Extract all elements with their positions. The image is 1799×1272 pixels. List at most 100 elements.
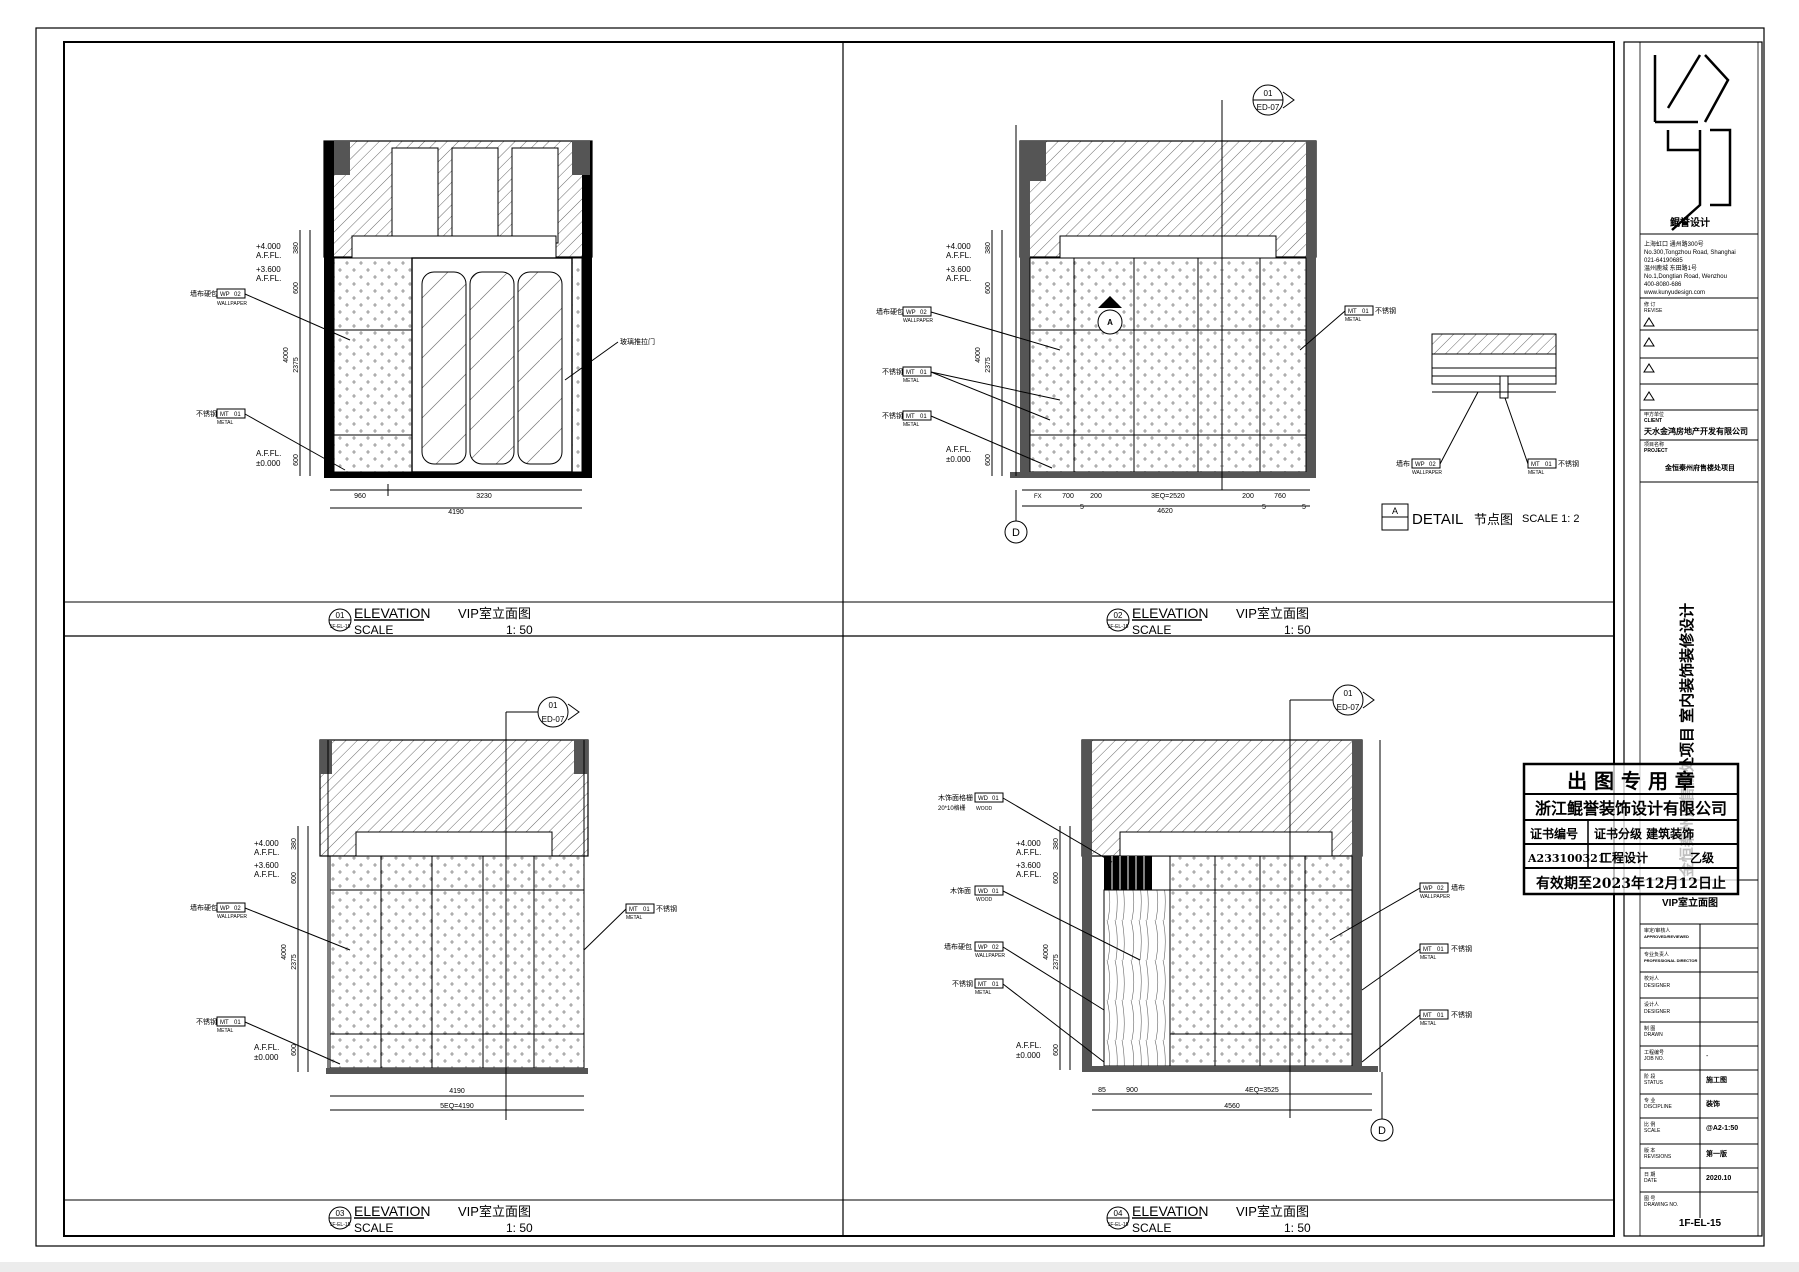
svg-text:760: 760 xyxy=(1274,493,1286,500)
p1-tag-glassdoor: 玻璃推拉门 xyxy=(620,337,655,346)
p2-dim-4620: 4620 xyxy=(1157,508,1173,515)
svg-text:WP: WP xyxy=(906,310,916,316)
svg-text:380: 380 xyxy=(291,838,298,850)
p4-wall-panel xyxy=(1169,855,1353,1067)
bottom-strip xyxy=(0,1262,1799,1272)
svg-text:01: 01 xyxy=(992,889,999,895)
project-name: 金恒秦州府售楼处项目 xyxy=(1664,463,1735,472)
svg-text:400-8080-686: 400-8080-686 xyxy=(1644,282,1682,288)
svg-text:METAL: METAL xyxy=(1420,955,1437,961)
svg-text:VIP室立面图: VIP室立面图 xyxy=(1236,606,1309,621)
svg-text:SCALE: SCALE xyxy=(1644,1128,1661,1134)
svg-text:01: 01 xyxy=(1437,1013,1444,1019)
svg-text:01: 01 xyxy=(1344,689,1353,698)
svg-text:WALLPAPER: WALLPAPER xyxy=(217,914,247,920)
p1-level-afl3: A.F.FL. xyxy=(256,449,281,458)
svg-text:WD: WD xyxy=(978,889,989,895)
svg-text:1F-EL-15: 1F-EL-15 xyxy=(330,624,351,630)
svg-text:380: 380 xyxy=(985,242,992,254)
svg-text:5: 5 xyxy=(1262,504,1266,511)
p1-tag-stainless: 不锈钢 xyxy=(196,409,217,418)
svg-text:A.F.FL.: A.F.FL. xyxy=(1016,848,1041,857)
p1-glass-door-2 xyxy=(469,271,515,465)
svg-text:工程编号: 工程编号 xyxy=(1644,1049,1664,1056)
svg-text:CLIENT: CLIENT xyxy=(1644,418,1662,424)
svg-text:WALLPAPER: WALLPAPER xyxy=(975,953,1005,959)
svg-text:200: 200 xyxy=(1090,493,1102,500)
svg-text:A233100321: A233100321 xyxy=(1527,852,1605,865)
svg-text:不锈钢: 不锈钢 xyxy=(1451,1010,1472,1019)
p1-level-afl2: A.F.FL. xyxy=(256,274,281,283)
svg-text:WP: WP xyxy=(1423,886,1433,892)
svg-text:5: 5 xyxy=(1080,504,1084,511)
svg-text:MT: MT xyxy=(906,370,915,376)
svg-text:@A2-1:50: @A2-1:50 xyxy=(1706,1125,1738,1132)
panel-title-04: 04 1F-EL-15 ELEVATION SCALE VIP室立面图 1: 5… xyxy=(1106,1203,1311,1235)
svg-text:01: 01 xyxy=(643,907,650,913)
svg-text:WP: WP xyxy=(1415,462,1425,468)
svg-text:版 本: 版 本 xyxy=(1644,1147,1655,1154)
svg-text:02: 02 xyxy=(920,310,927,316)
svg-text:WP: WP xyxy=(978,945,988,951)
p1-tag-wallcloth: 墙布硬包 xyxy=(190,289,218,298)
svg-text:ED-07: ED-07 xyxy=(1257,103,1280,112)
svg-text:JOB NO.: JOB NO. xyxy=(1644,1056,1664,1062)
svg-text:+3.600: +3.600 xyxy=(1016,861,1041,870)
svg-text:墙布: 墙布 xyxy=(1451,883,1465,892)
p1-dim-600: 600 xyxy=(293,282,300,294)
svg-text:1F-EL-15: 1F-EL-15 xyxy=(330,1222,351,1228)
svg-text:02: 02 xyxy=(1114,611,1123,620)
svg-text:4000: 4000 xyxy=(1043,944,1050,960)
svg-text:VIP室立面图: VIP室立面图 xyxy=(458,1204,531,1219)
svg-text:METAL: METAL xyxy=(903,422,920,428)
svg-text:METAL: METAL xyxy=(975,990,992,996)
svg-text:不锈钢: 不锈钢 xyxy=(656,904,677,913)
svg-text:PROFESSIONAL DIRECTOR: PROFESSIONAL DIRECTOR xyxy=(1644,958,1698,963)
svg-text:ELEVATION: ELEVATION xyxy=(354,1203,431,1219)
svg-text:-: - xyxy=(1706,1053,1709,1060)
svg-text:FX: FX xyxy=(1034,494,1042,500)
svg-text:01: 01 xyxy=(1437,947,1444,953)
svg-text:MT: MT xyxy=(220,412,229,418)
svg-text:MT: MT xyxy=(978,982,987,988)
svg-text:METAL: METAL xyxy=(1420,1021,1437,1027)
svg-text:DATE: DATE xyxy=(1644,1178,1658,1184)
svg-text:1F-EL-15: 1F-EL-15 xyxy=(1108,1222,1129,1228)
p1-wall-panel xyxy=(333,257,413,473)
svg-text:5EQ=4190: 5EQ=4190 xyxy=(440,1103,474,1110)
svg-text:01: 01 xyxy=(1545,462,1552,468)
svg-text:SCALE: SCALE xyxy=(354,1221,393,1235)
svg-text:1: 50: 1: 50 xyxy=(506,623,533,637)
svg-text:不锈钢: 不锈钢 xyxy=(952,979,973,988)
svg-text:600: 600 xyxy=(291,1044,298,1056)
svg-text:REVISIONS: REVISIONS xyxy=(1644,1154,1672,1160)
svg-text:SCALE: SCALE xyxy=(1132,1221,1171,1235)
p4-wood-veneer xyxy=(1103,889,1171,1067)
svg-text:01: 01 xyxy=(992,796,999,802)
svg-text:不锈钢: 不锈钢 xyxy=(1375,306,1396,315)
svg-text:不锈钢: 不锈钢 xyxy=(882,411,903,420)
svg-text:比 例: 比 例 xyxy=(1644,1121,1655,1128)
svg-text:2020.10: 2020.10 xyxy=(1706,1175,1731,1182)
svg-text:木饰面格栅: 木饰面格栅 xyxy=(938,793,973,802)
svg-text:MT: MT xyxy=(1531,462,1540,468)
svg-text:+3.600: +3.600 xyxy=(254,861,279,870)
svg-text:不锈钢: 不锈钢 xyxy=(1451,944,1472,953)
svg-text:设计人: 设计人 xyxy=(1644,1001,1659,1008)
svg-text:专 业: 专 业 xyxy=(1644,1097,1655,1104)
svg-text:第一版: 第一版 xyxy=(1706,1149,1727,1158)
issue-stamp: 出 图 专 用 章 浙江鲲誉装饰设计有限公司 证书编号 证书分级 建筑装饰 A2… xyxy=(1522,762,1740,896)
svg-text:VIP室立面图: VIP室立面图 xyxy=(1236,1204,1309,1219)
svg-text:4EQ=3525: 4EQ=3525 xyxy=(1245,1087,1279,1094)
detail-word: DETAIL xyxy=(1412,511,1463,528)
svg-text:工程设计: 工程设计 xyxy=(1600,850,1648,865)
svg-text:+4.000: +4.000 xyxy=(1016,839,1041,848)
svg-text:4560: 4560 xyxy=(1224,1103,1240,1110)
svg-text:01: 01 xyxy=(234,1020,241,1026)
svg-text:WP: WP xyxy=(220,292,230,298)
svg-text:±0.000: ±0.000 xyxy=(1016,1051,1041,1060)
svg-text:02: 02 xyxy=(234,906,241,912)
svg-text:DRAWING NO.: DRAWING NO. xyxy=(1644,1202,1678,1208)
stamp-valid: 有效期至2023年12月12日止 xyxy=(1536,875,1726,892)
svg-text:01: 01 xyxy=(1264,89,1273,98)
